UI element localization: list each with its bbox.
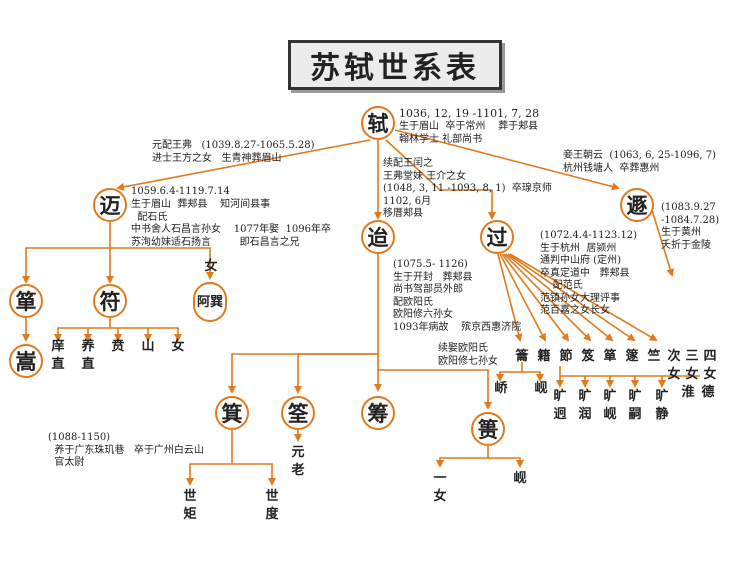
jing-son-2: 女 [433,489,447,504]
guo-grand-a-2: 岘 [534,381,548,396]
mai-son-3: 贲 [111,339,125,354]
shi-wife1: 元配王弗 (1039.8.27-1065.5.28) 进士王方之女 生青神葬眉山 [152,140,315,164]
guo-son-7: 竺 [647,349,661,364]
node-song: 嵩 [9,344,43,378]
line-mai-bar [22,222,111,284]
guo-grand-c-1: 迥 [553,407,567,422]
guo-grand-b-3: 旷 [603,389,617,404]
ji-info: (1088-1150) 养于广东珠玑巷 卒于广州白云山 官太尉 [48,432,204,468]
guo-son2-2: 女 [685,367,699,382]
shi-dates: 1036, 12, 19 -1101, 7, 28 [399,107,540,120]
page-title: 苏轼世系表 [310,51,480,86]
title-box: 苏轼世系表 [288,40,502,90]
guo-son2-3: 女 [703,367,717,382]
asan-side-label: 女 [204,259,218,274]
guo-grand-a-1: 峤 [494,381,508,396]
mai-son-4: 山 [141,339,155,354]
line-fu-bar [54,318,111,342]
guo-son-4: 笈 [581,349,595,364]
mai-son-2: 养 [81,339,95,354]
mai-son-5: 女 [171,339,185,354]
guo-son-5: 箪 [603,349,617,364]
shi-wife3: 妾王朝云 (1063, 6, 25-1096, 7) 杭州钱塘人 卒葬惠州 [563,150,716,174]
guo-son-8: 次 [667,349,681,364]
jing-son-3: 岘 [513,471,527,486]
mai-dates: 1059.6.4-1119.7.14 [131,186,230,197]
guo-son-2: 籍 [537,349,551,364]
dai-dates: (1048, 3, 11 -1093, 8, 1) 卒瑔京师 1102, 6月 … [383,183,552,219]
node-mai: 迈 [93,188,127,222]
node-dai: 迨 [361,220,395,254]
guo-son-10: 四 [703,349,717,364]
node-shi: 轼 [361,106,395,140]
extra-1: 淮 [681,385,695,400]
extra-2: 德 [701,385,715,400]
node-fu: 符 [93,284,127,318]
node-jing: 篑 [471,412,505,446]
mai-son-1: 庠 [51,339,65,354]
dun-dates: (1083.9.27 -1084.7.28) 生于黄州 夭折于金陵 [661,202,720,251]
shi-wife2: 续配王闰之 王弗堂妹 王介之女 [383,158,467,182]
node-ji: 箕 [215,396,249,430]
guo-grand-b-1: 旷 [553,389,567,404]
line-guo-fan [497,253,523,342]
node-guo: 过 [480,220,514,254]
line-dun-desc [651,209,675,277]
node-ge: 箪 [9,284,43,318]
quan-son-2: 老 [291,463,305,478]
node-asan: 阿巽 [193,282,227,322]
guo-grand-b-5: 旷 [655,389,669,404]
guo-grand-c-4: 嗣 [628,407,642,422]
guo-son-1: 籥 [515,349,529,364]
node-chou: 筹 [361,396,395,430]
ji-son2-2: 度 [265,507,279,522]
mai-info: 生于眉山 葬郏县 知河间县事 配石氏 中书舍人石昌言孙女 1077年娶 1096… [131,199,331,248]
dai-info2: 续娶欧阳氏 欧阳修七孙女 [438,343,498,367]
shi-info: 生于眉山 卒于常州 葬于郏县 翰林学士 礼部尚书 [399,121,539,145]
guo-grand-c-3: 岘 [603,407,617,422]
guo-son-3: 節 [559,349,573,364]
mai-son2-2: 直 [81,357,95,372]
dai-info: (1075.5- 1126) 生于开封 葬郏县 尚书驾部员外郎 配欧阳氏 欧阳修… [393,259,522,333]
line-mai-asan [110,247,214,280]
node-dun: 遯 [620,188,654,222]
mai-son2-1: 直 [51,357,65,372]
line-shi-dun [394,129,620,191]
guo-son2-1: 女 [667,367,681,382]
ji-son-2: 世 [265,489,279,504]
guo-son-9: 三 [685,349,699,364]
ji-son2-1: 矩 [183,507,197,522]
quan-son-1: 元 [291,445,305,460]
node-quan: 筌 [281,396,315,430]
guo-grand-c-2: 润 [578,407,592,422]
guo-dates: (1072.4.4-1123.12) 生于杭州 居颍州 通判中山府 (定州) 卒… [540,230,638,316]
guo-son-6: 篴 [625,349,639,364]
guo-grand-c-5: 静 [655,407,669,422]
jing-son-1: 一 [433,471,447,486]
line-shi-guo [385,139,496,220]
guo-grand-b-2: 旷 [578,389,592,404]
ji-son-1: 世 [183,489,197,504]
line-shi-mai [116,139,371,191]
guo-grand-b-4: 旷 [628,389,642,404]
